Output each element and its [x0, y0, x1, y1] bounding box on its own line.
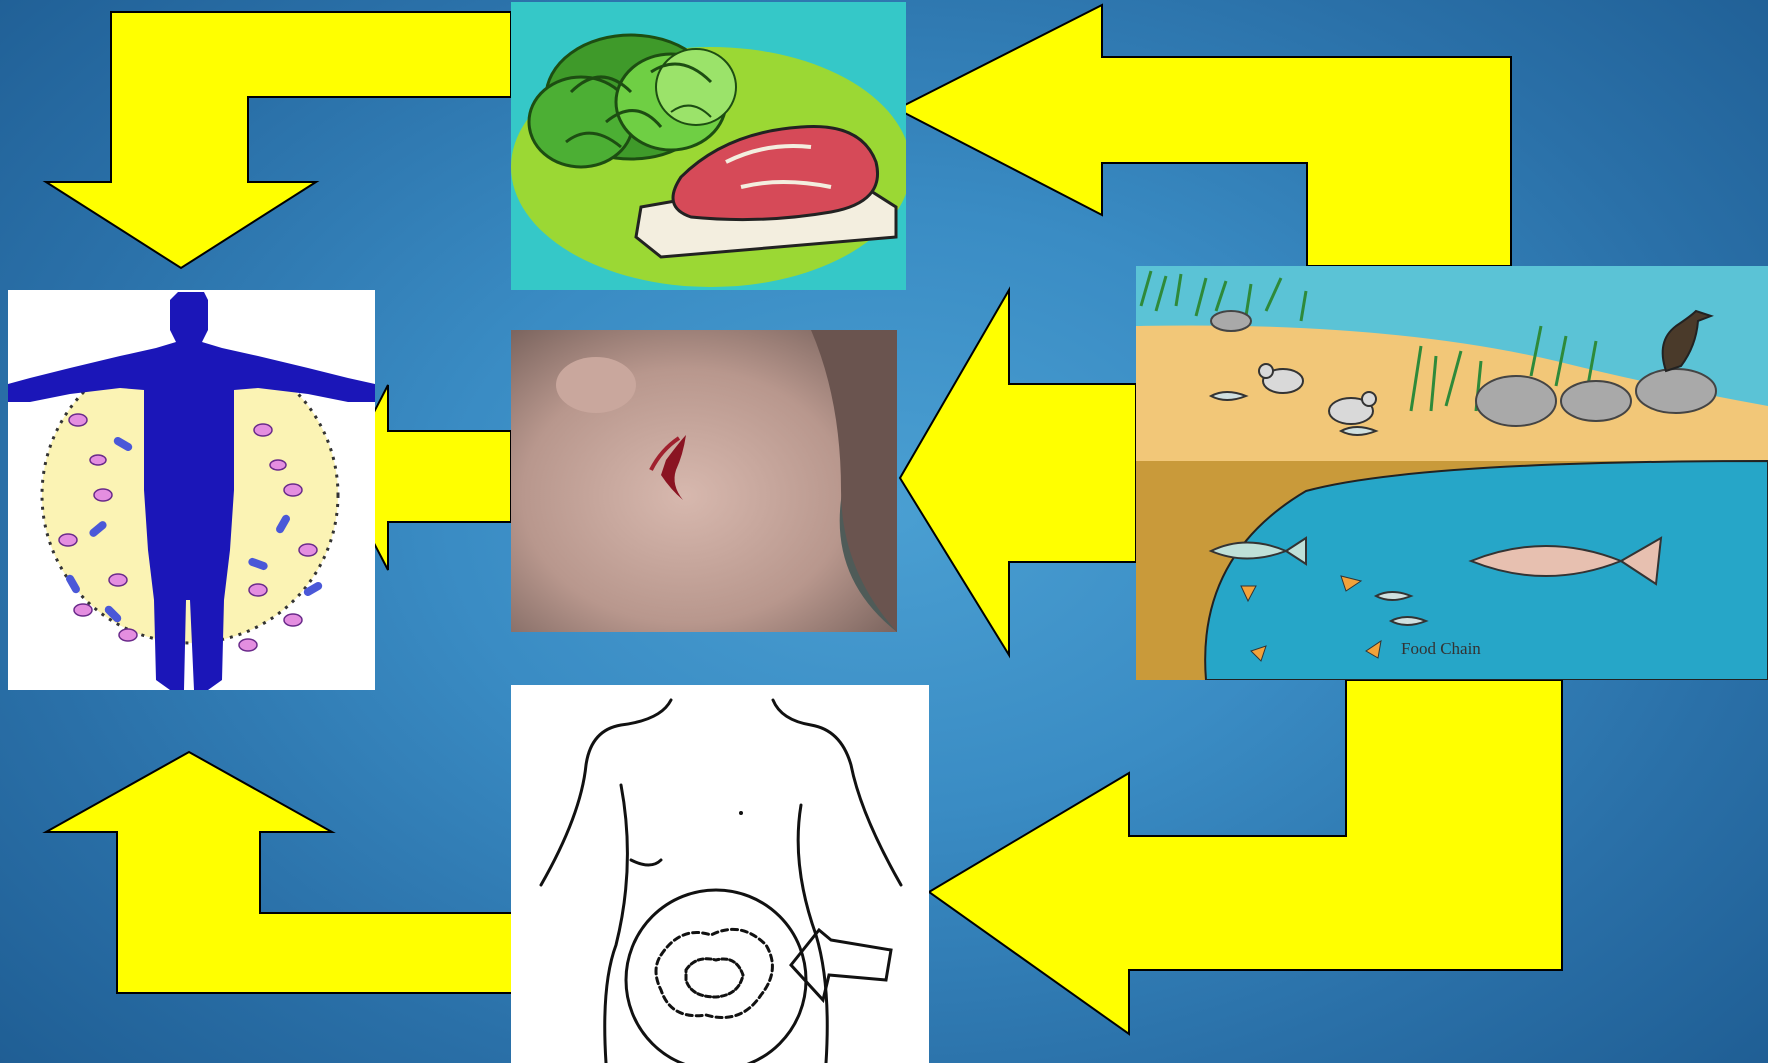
- ecosystem-panel: Food Chain: [1136, 266, 1768, 680]
- body-panel: [8, 290, 375, 690]
- arrow-ecosystem-to-food: [897, 5, 1511, 266]
- wound-photo: [511, 330, 897, 632]
- arrow-ecosystem-to-gut: [929, 680, 1562, 1034]
- food-chain-label: Food Chain: [1401, 639, 1481, 658]
- gut-panel: [511, 685, 929, 1063]
- food-chain-illustration: Food Chain: [1136, 266, 1768, 680]
- lettuce-steak-illustration: [511, 2, 906, 290]
- arrow-gut-to-body: [46, 752, 546, 993]
- food-panel: [511, 2, 906, 290]
- wound-panel: [511, 330, 897, 632]
- human-microbiome-illustration: [8, 290, 375, 690]
- arrow-food-to-body: [46, 12, 511, 268]
- intestine-drawing: [511, 685, 929, 1063]
- arrow-ecosystem-to-wound: [900, 290, 1136, 655]
